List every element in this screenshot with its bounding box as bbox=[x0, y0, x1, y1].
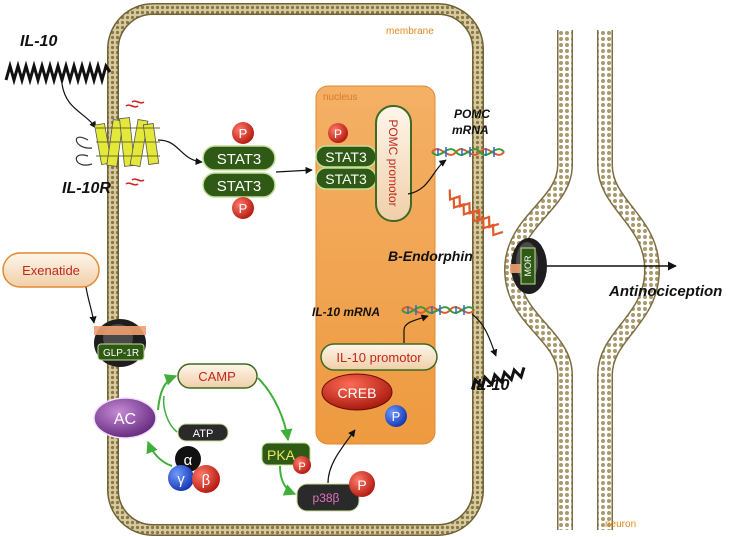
g-gamma-circle bbox=[168, 465, 194, 491]
il10r-label: IL-10R bbox=[62, 180, 111, 197]
pka-phospho-circle bbox=[293, 456, 311, 474]
il10-promotor-box bbox=[320, 343, 438, 371]
pka-phospho-label: P bbox=[298, 461, 305, 473]
pomc-mrna-label-line1: POMC bbox=[454, 107, 490, 121]
arrow-pomc-to-mrna bbox=[407, 159, 447, 195]
stat3-lower-label: STAT3 bbox=[217, 178, 261, 195]
exenatide-label: Exenatide bbox=[22, 263, 80, 278]
nucleus-label: nucleus bbox=[323, 92, 357, 103]
il10-top-icon bbox=[4, 60, 112, 86]
phospho-lower-label: P bbox=[239, 201, 248, 216]
stat3-box-upper bbox=[202, 145, 276, 171]
creb-ellipse bbox=[321, 373, 393, 411]
p38b-phospho-circle bbox=[349, 471, 375, 497]
arrow-gprotein-to-ac bbox=[146, 440, 173, 467]
il10-bottom-label: IL-10 bbox=[472, 377, 509, 394]
il10-mrna-label: IL-10 mRNA bbox=[312, 305, 380, 319]
stat3-upper-label: STAT3 bbox=[217, 151, 261, 168]
phospho-nuclear-label: P bbox=[334, 127, 342, 141]
arrow-exenatide-to-glp1r bbox=[85, 286, 97, 324]
pka-label: PKA bbox=[267, 447, 296, 463]
phospho-circle-lower bbox=[232, 197, 254, 219]
mor-label: MOR bbox=[523, 255, 533, 276]
stat3-nuclear-upper-label: STAT3 bbox=[325, 149, 367, 165]
p38b-box bbox=[296, 483, 360, 512]
creb-phospho-label: P bbox=[392, 409, 401, 424]
glp1r-label-box bbox=[97, 343, 145, 361]
il10-promotor-label: IL-10 promotor bbox=[336, 350, 422, 365]
mor-label-box bbox=[520, 247, 536, 285]
membrane-label: membrane bbox=[386, 26, 434, 37]
il10r-receptor-icon bbox=[75, 100, 160, 186]
arrow-atp-to-camp bbox=[162, 395, 178, 433]
il10-bottom-icon bbox=[470, 367, 526, 390]
arrow-stat3-to-nucleus bbox=[275, 166, 313, 174]
b-endorphin-strand-icon bbox=[448, 189, 504, 237]
ac-ellipse bbox=[93, 397, 157, 439]
atp-label: ATP bbox=[193, 428, 214, 440]
arrow-pka-to-p38 bbox=[279, 465, 297, 496]
creb-phospho-circle bbox=[385, 405, 407, 427]
arrow-il10-to-receptor bbox=[61, 83, 97, 129]
creb-label: CREB bbox=[338, 385, 377, 401]
pomc-promotor-label: POMC promotor bbox=[386, 119, 400, 206]
g-alpha-label: α bbox=[184, 452, 193, 469]
antinociception-label: Antinociception bbox=[608, 283, 722, 300]
arrow-il10promotor-to-mrna bbox=[403, 314, 429, 343]
stat3-box-lower bbox=[202, 172, 276, 198]
glp1r-label: GLP-1R bbox=[103, 348, 139, 359]
camp-box bbox=[177, 363, 258, 389]
g-gamma-label: γ bbox=[177, 471, 185, 488]
phospho-upper-label: P bbox=[239, 126, 248, 141]
il10-top-label: IL-10 bbox=[20, 33, 57, 50]
arrow-p38-to-creb bbox=[327, 429, 356, 484]
atp-box bbox=[177, 423, 229, 442]
exenatide-box bbox=[2, 252, 100, 288]
g-beta-circle bbox=[192, 465, 220, 493]
pomc-mrna-strand-icon bbox=[431, 147, 505, 157]
camp-label: CAMP bbox=[198, 369, 236, 384]
cell-membrane bbox=[107, 3, 484, 536]
phospho-circle-nuclear bbox=[328, 123, 348, 143]
arrow-receptor-to-stat3 bbox=[157, 139, 203, 165]
pomc-mrna-label-line2: mRNA bbox=[452, 123, 489, 137]
ac-label: AC bbox=[114, 411, 136, 428]
stat3-nuclear-lower-label: STAT3 bbox=[325, 171, 367, 187]
arrow-ac-to-camp bbox=[157, 374, 178, 411]
neuron-label: neuron bbox=[605, 519, 636, 530]
arrow-mrna-to-il10 bbox=[471, 313, 498, 357]
g-beta-label: β bbox=[202, 472, 211, 489]
pomc-promotor-box bbox=[375, 105, 412, 222]
arrow-camp-to-pka bbox=[257, 377, 293, 442]
phospho-circle-upper bbox=[232, 122, 254, 144]
p38b-label: p38β bbox=[313, 491, 340, 505]
il10-mrna-strand-icon bbox=[401, 305, 475, 315]
p38b-phospho-label: P bbox=[357, 477, 366, 493]
b-endorphin-label: B-Endorphin bbox=[388, 248, 473, 264]
